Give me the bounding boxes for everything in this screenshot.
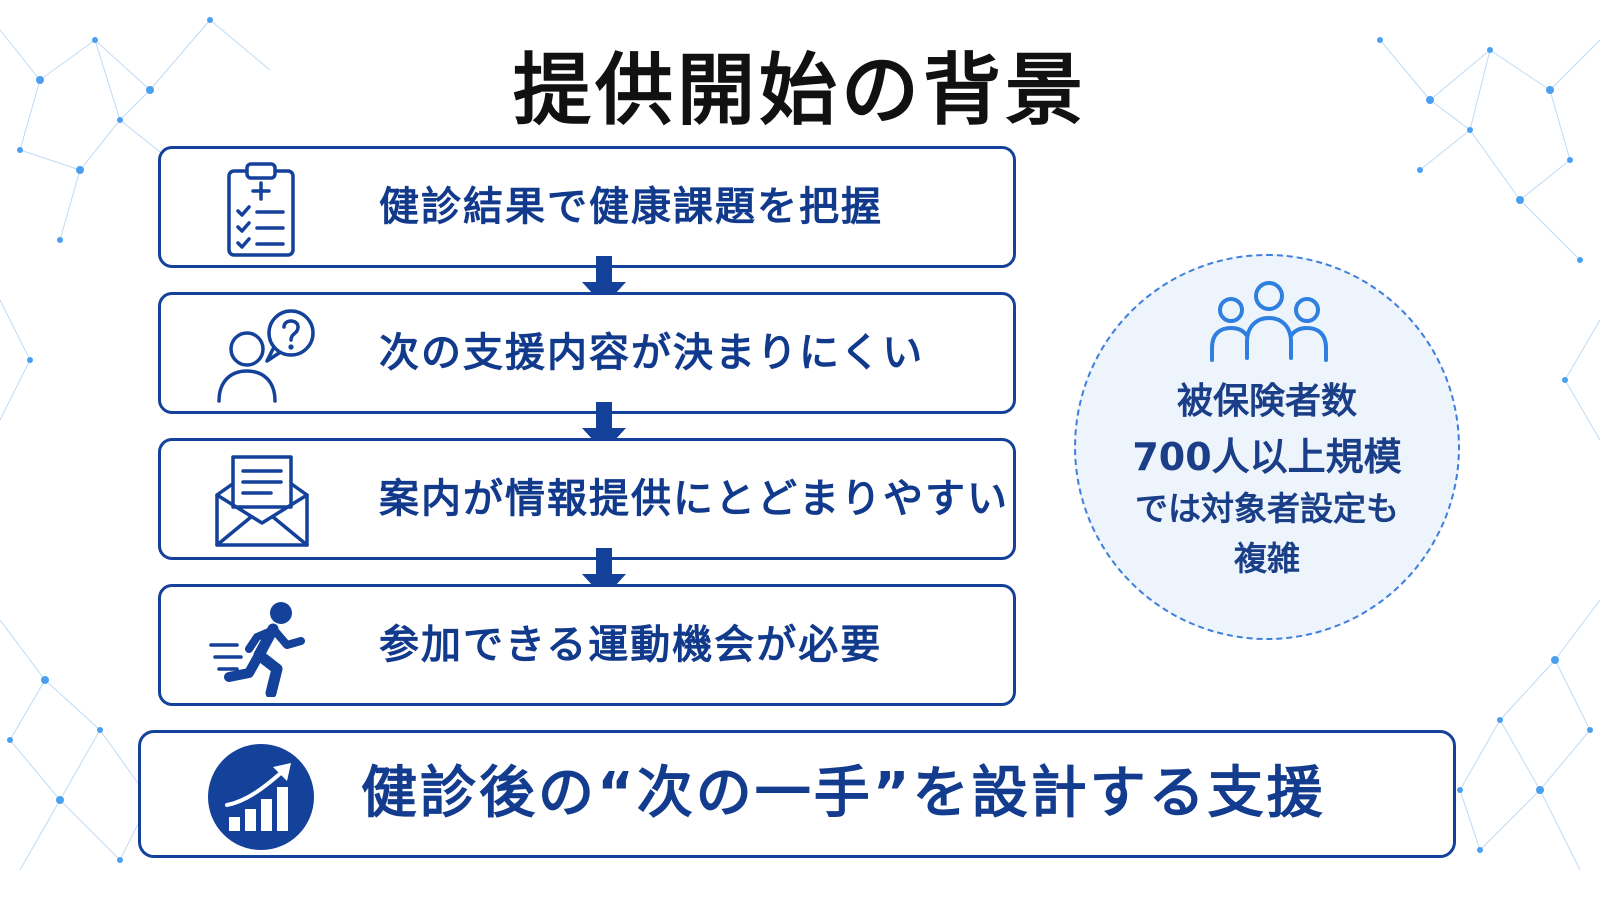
step-label-2: 次の支援内容が決まりにくい — [379, 330, 925, 376]
side-note-line-4: 複雑 — [1234, 539, 1300, 578]
step-box-2: 次の支援内容が決まりにくい — [158, 292, 1016, 414]
conclusion-box: 健診後の“次の一手”を設計する支援 — [138, 730, 1456, 858]
person-question-icon — [217, 309, 315, 403]
step-label-1: 健診結果で健康課題を把握 — [379, 184, 883, 230]
side-note-line-3: では対象者設定も — [1135, 489, 1399, 528]
step-box-3: 案内が情報提供にとどまりやすい — [158, 438, 1016, 560]
side-note-line-2: 700人以上規模 — [1132, 435, 1402, 479]
side-note-bubble: 被保険者数 700人以上規模 では対象者設定も 複雑 — [1074, 254, 1460, 640]
step-box-1: 健診結果で健康課題を把握 — [158, 146, 1016, 268]
growth-chart-icon — [208, 744, 314, 850]
page-title: 提供開始の背景 — [512, 46, 1087, 136]
step-label-4: 参加できる運動機会が必要 — [379, 622, 883, 668]
group-people-icon — [1210, 281, 1328, 362]
envelope-letter-icon — [215, 455, 309, 547]
conclusion-label: 健診後の“次の一手”を設計する支援 — [361, 761, 1326, 826]
step-label-3: 案内が情報提供にとどまりやすい — [379, 476, 1009, 522]
step-box-4: 参加できる運動機会が必要 — [158, 584, 1016, 706]
side-note-line-1: 被保険者数 — [1176, 381, 1357, 422]
clipboard-checklist-icon — [227, 162, 295, 257]
running-person-icon — [209, 602, 305, 697]
